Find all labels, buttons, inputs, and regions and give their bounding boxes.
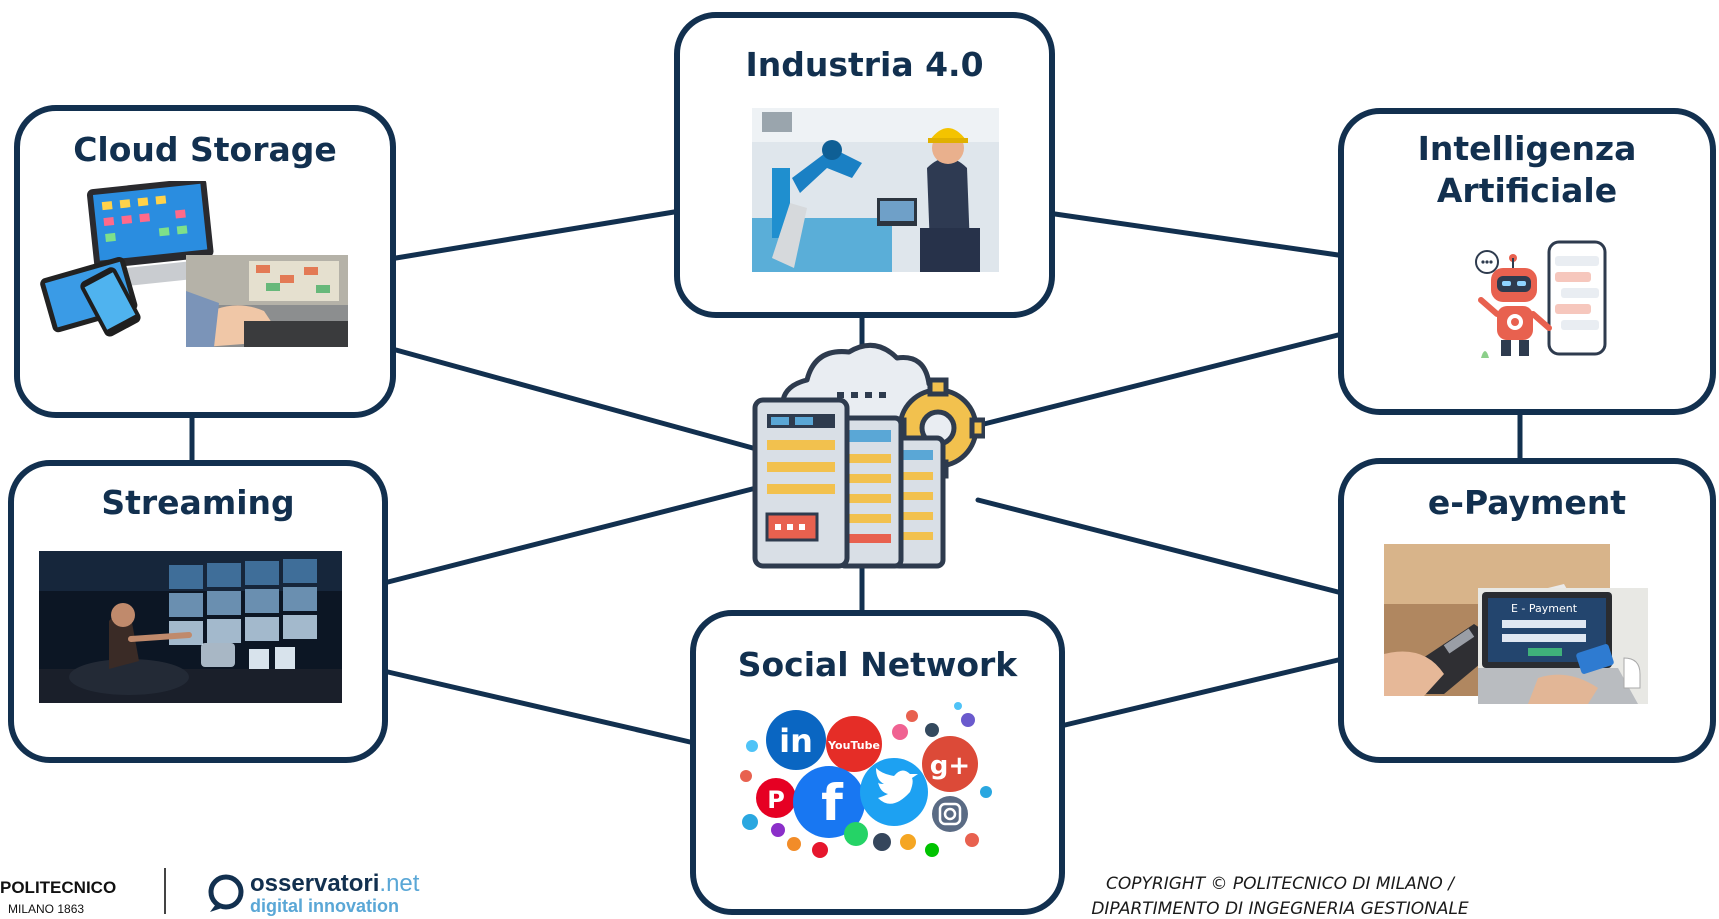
node-cloud-storage: Cloud Storage [14,105,396,418]
connector-social-epayment [1062,657,1341,728]
osservatori-logo-word: osservatori [250,870,380,897]
instagram-icon [932,796,968,832]
line-icon [925,843,939,857]
laptops-devices-photo [40,181,348,347]
node-e-payment: e-Payment E - Payment [1338,458,1716,763]
connector-industria-ai [1052,211,1341,258]
server-rack-front [752,397,850,569]
politecnico-logo-name: POLITECNICO [0,878,117,897]
epayment-screen-label: E - Payment [1511,602,1578,615]
connector-streaming-hub [385,484,763,585]
googleplus-glyph: g+ [930,751,970,781]
connector-cloud-industria [393,209,677,261]
copyright-line-1: COPYRIGHT © POLITECNICO DI MILANO / [1106,874,1454,894]
whatsapp-icon [844,822,868,846]
pinterest-glyph: P [767,786,785,814]
twitter-bird-glyph [876,768,918,804]
connector-hub-epayment [975,497,1341,595]
telegram-icon [742,814,758,830]
server-rack-middle [836,415,904,569]
googleplus-icon [922,736,978,792]
politecnico-logo-sub: MILANO 1863 [8,902,85,916]
facebook-glyph: f [821,774,844,832]
hub-cloud-server-icon [752,342,985,569]
node-epayment-title: e-Payment [1427,483,1627,522]
node-streaming: Streaming [8,460,388,763]
connector-cloud-hub [393,347,763,453]
node-industria-title: Industria 4.0 [745,45,984,84]
osservatori-logo-name: osservatori.net [250,870,419,898]
flickr-icon [740,770,752,782]
rss-icon [900,834,916,850]
osservatori-logo-tld: .net [379,870,420,897]
osservatori-logo-icon [208,874,244,912]
yahoo-icon [771,823,785,837]
skype-icon [980,786,992,798]
pinterest-icon [756,778,796,818]
youtube-icon [826,716,882,772]
logo-divider [164,868,166,914]
discord-icon [961,713,975,727]
blogger-icon [787,837,801,851]
social-icons-cluster: in YouTube g+ P f [740,702,992,858]
linkedin-icon [766,710,826,770]
node-social-title: Social Network [737,645,1018,684]
pocket-icon [965,833,979,847]
node-industria: Industria 4.0 [674,12,1055,318]
vimeo-icon [746,740,758,752]
quora-icon [906,710,918,722]
foursquare-icon [892,724,908,740]
yammer-icon [954,702,962,710]
tumblr-icon [873,833,891,851]
chatbot-robot-illustration [1475,240,1607,358]
node-intelligenza-artificiale: Intelligenza Artificiale [1338,108,1716,415]
laptop-payment-photo: E - Payment [1478,588,1648,704]
node-streaming-title: Streaming [101,483,295,522]
connector-hub-ai [977,332,1341,428]
xing-icon [925,723,939,737]
node-ai-title: Intelligenza Artificiale [1417,129,1637,210]
node-social-network: Social Network in YouTube g+ P f [690,610,1065,915]
node-cloud-title: Cloud Storage [73,130,337,169]
osservatori-logo-sub: digital innovation [250,896,399,916]
youtube-glyph: YouTube [827,739,880,752]
copyright-line-2: DIPARTIMENTO DI INGEGNERIA GESTIONALE [1091,899,1469,919]
facebook-icon [793,766,865,838]
industrial-robot-photo [752,108,999,272]
linkedin-glyph: in [779,722,813,760]
video-wall-photo [39,551,342,703]
weibo-icon [812,842,828,858]
connector-streaming-social [385,669,693,745]
